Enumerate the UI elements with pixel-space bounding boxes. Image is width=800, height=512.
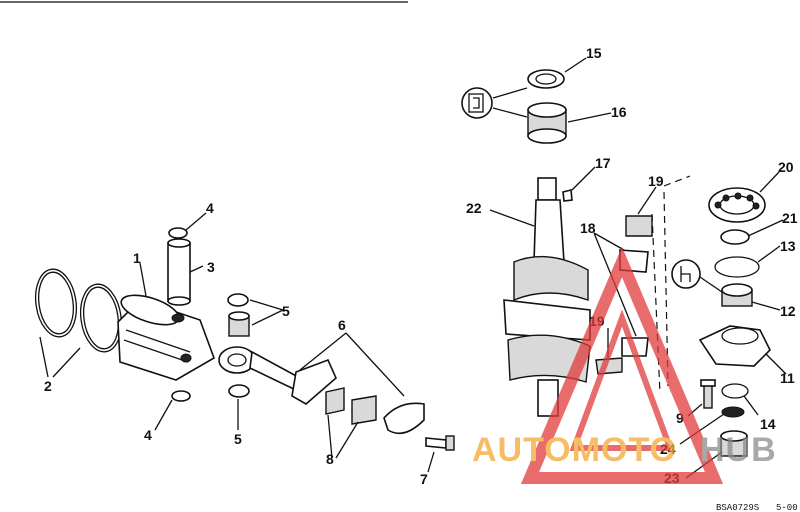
crank-key xyxy=(562,188,573,202)
callout-21: 21 xyxy=(782,210,798,226)
pin-retainer-top xyxy=(168,227,188,239)
rod-bolt xyxy=(425,435,455,451)
leader-lines xyxy=(39,57,787,479)
watermark-logo: AUTOMOTO HUB xyxy=(472,246,777,484)
watermark-triangle xyxy=(520,246,724,484)
callout-3: 3 xyxy=(207,259,215,275)
callout-20: 20 xyxy=(778,159,794,175)
callout-4-bottom: 4 xyxy=(144,427,152,443)
washer xyxy=(721,406,745,418)
upper-seal xyxy=(527,69,565,89)
pin-retainer-bottom xyxy=(171,390,191,402)
piston-rings xyxy=(34,268,123,353)
rod-bearing-halves xyxy=(325,387,425,435)
callout-13: 13 xyxy=(780,238,796,254)
callout-5-bottom: 5 xyxy=(234,431,242,447)
seal-orientation-icon xyxy=(461,87,493,119)
o-ring xyxy=(714,256,760,278)
wrist-pin-bearings xyxy=(227,293,250,398)
callout-12: 12 xyxy=(780,303,796,319)
lower-seal xyxy=(721,283,753,307)
lower-bushing xyxy=(720,430,748,457)
upper-bearing xyxy=(527,102,567,144)
figure-code: BSA0729S xyxy=(716,503,759,512)
callout-18: 18 xyxy=(580,220,596,236)
callout-16: 16 xyxy=(611,104,627,120)
callout-14: 14 xyxy=(760,416,776,432)
watermark-text-secondary: HUB xyxy=(700,431,777,469)
callout-17: 17 xyxy=(595,155,611,171)
callout-2: 2 xyxy=(44,378,52,394)
lower-seal-orientation-icon xyxy=(671,259,701,289)
callout-8: 8 xyxy=(326,451,334,467)
callout-6: 6 xyxy=(338,317,346,333)
callout-11: 11 xyxy=(780,370,795,386)
watermark-text-primary: AUTOMOTO xyxy=(472,431,677,469)
callout-4-top: 4 xyxy=(206,200,214,216)
callout-19-top: 19 xyxy=(648,173,664,189)
page-number: 5-00 xyxy=(776,503,798,512)
housing-o-ring xyxy=(721,383,749,399)
callout-5-top: 5 xyxy=(282,303,290,319)
callout-9: 9 xyxy=(676,410,684,426)
callout-15: 15 xyxy=(586,45,602,61)
housing-screw xyxy=(700,379,716,409)
callout-1: 1 xyxy=(133,250,141,266)
watermark-inner-triangle xyxy=(569,309,675,451)
lower-bearing-housing xyxy=(698,325,771,367)
piston-pin xyxy=(167,238,191,306)
bearing-retaining-ring xyxy=(720,229,750,245)
lower-ball-bearing xyxy=(708,187,766,223)
connecting-rod xyxy=(218,346,337,405)
callout-7: 7 xyxy=(420,471,428,487)
callout-22: 22 xyxy=(466,200,482,216)
piston xyxy=(117,294,215,381)
